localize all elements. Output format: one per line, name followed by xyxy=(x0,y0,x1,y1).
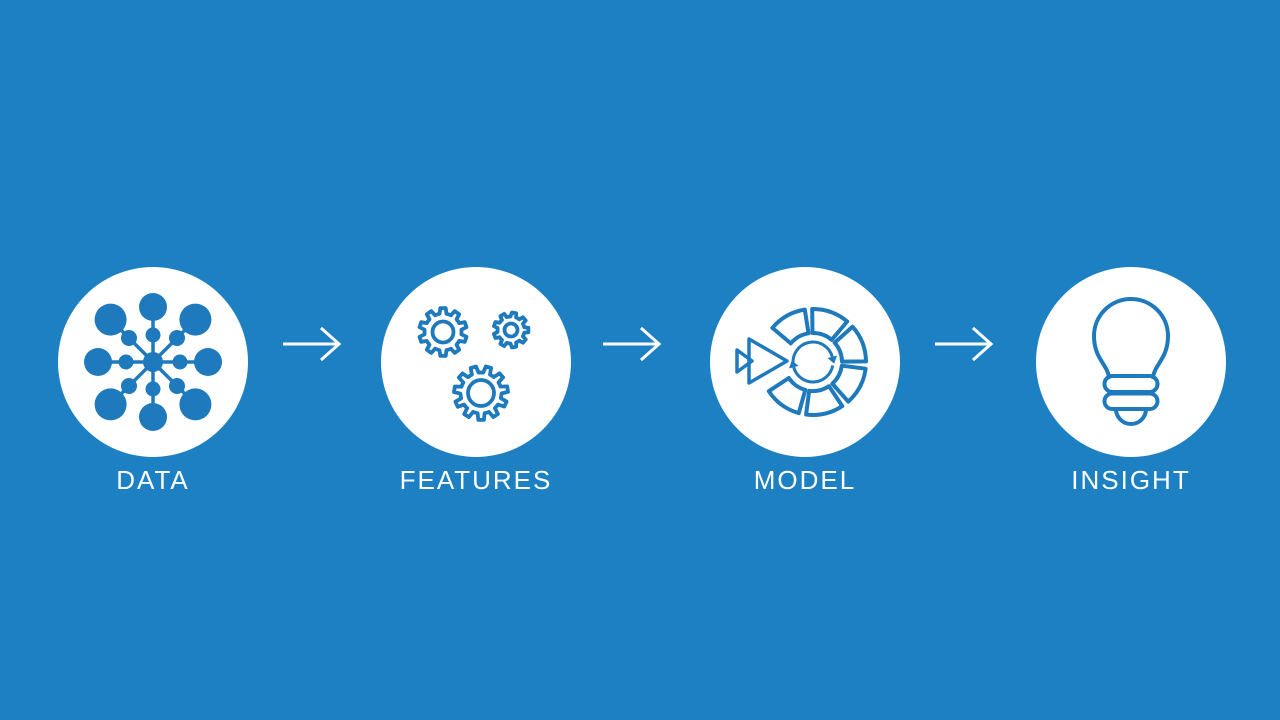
cycle-arrows-icon xyxy=(788,340,838,384)
play-triangles-icon xyxy=(735,337,789,385)
right-arrow-icon xyxy=(283,326,342,362)
gears-icon xyxy=(417,306,531,422)
stage-insight: INSIGHT xyxy=(1036,267,1226,493)
data-circle xyxy=(58,267,248,457)
lightbulb-icon xyxy=(1091,297,1171,426)
model-circle xyxy=(710,267,900,457)
stage-label-model: MODEL xyxy=(753,465,857,495)
stage-label-data: DATA xyxy=(116,465,190,495)
network-hub-icon xyxy=(84,293,222,431)
stage-model: MODEL xyxy=(710,267,900,493)
stage-label-insight: INSIGHT xyxy=(1071,465,1191,495)
stage-features: FEATURES xyxy=(381,267,571,493)
segmented-ring-icon xyxy=(766,306,868,417)
insight-circle xyxy=(1036,267,1226,457)
stage-label-features: FEATURES xyxy=(399,465,553,495)
right-arrow-icon xyxy=(603,326,662,362)
stage-data: DATA xyxy=(58,267,248,493)
features-circle xyxy=(381,267,571,457)
right-arrow-icon xyxy=(935,326,994,362)
cycle-segments-icon xyxy=(735,306,868,417)
